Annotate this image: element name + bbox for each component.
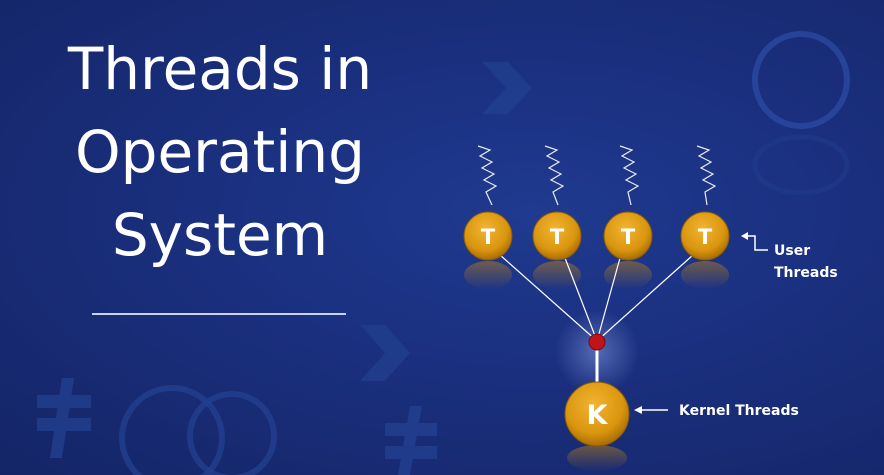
user-thread-letter: T (550, 225, 565, 249)
thread-signal-squiggle (696, 145, 717, 206)
kernel-thread-letter: K (587, 400, 609, 431)
user-thread-reflection (533, 261, 581, 289)
decorative-ring-top-right (752, 31, 850, 129)
user-thread-reflection (464, 261, 512, 289)
user-thread-reflection (604, 261, 652, 289)
decorative-chevron-top (482, 62, 532, 114)
user-threads-label-line-2: Threads (774, 265, 838, 281)
thread-signal-squiggle (477, 145, 498, 206)
title-line-1: Threads in (67, 35, 373, 103)
kernel-thread: K (564, 381, 630, 447)
user-thread-letter: T (481, 225, 496, 249)
user-thread: T (603, 211, 653, 261)
arrowhead-icon (634, 406, 642, 414)
decorative-ring-reflection (752, 134, 850, 196)
decorative-not-equal-left (37, 378, 91, 458)
title-underline (92, 313, 346, 315)
thread-signal-squiggle (544, 145, 565, 206)
connector-line (596, 257, 621, 342)
user-threads-label-line-1: User (774, 243, 811, 259)
title-line-2: Operating (75, 118, 365, 186)
decorative-ring-bottom-middle (187, 391, 277, 475)
page-title: Threads in Operating System (20, 28, 420, 277)
kernel-threads-label: Kernel Threads (679, 403, 799, 419)
user-thread-letter: T (621, 225, 636, 249)
connector-line (564, 257, 598, 342)
arrowhead-icon (741, 232, 748, 240)
decorative-ring-bottom-left (119, 385, 225, 475)
user-thread: T (680, 211, 730, 261)
kernel-thread-reflection (567, 445, 627, 471)
user-thread: T (532, 211, 582, 261)
user-thread-letter: T (698, 225, 713, 249)
decorative-chevron-middle (360, 325, 410, 381)
junction-node (588, 333, 606, 351)
thread-signal-squiggle (619, 145, 640, 206)
user-thread: T (463, 211, 513, 261)
decorative-not-equal-bottom (385, 406, 437, 475)
title-line-3: System (111, 201, 329, 269)
user-thread-reflection (681, 261, 729, 289)
user-threads-label: User Threads (774, 240, 838, 284)
user-threads-pointer (747, 235, 768, 251)
connector-line (499, 254, 598, 342)
connector-line (596, 254, 694, 342)
